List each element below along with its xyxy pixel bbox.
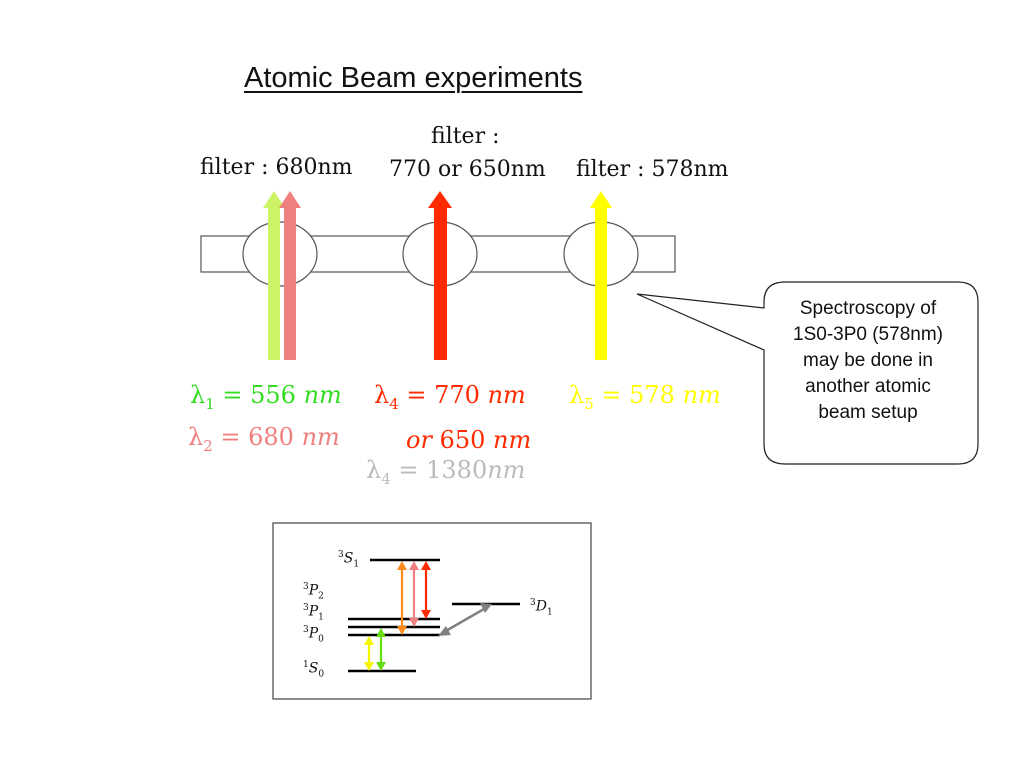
energy-level-box	[272, 522, 592, 700]
slide-title: Atomic Beam experiments	[244, 62, 583, 94]
wavelength-l4-ir: λ4 = 1380nm	[366, 456, 526, 488]
transition-yellow	[364, 636, 374, 671]
filter-label-left: filter : 680nm	[200, 155, 353, 180]
laser-arrow-770	[428, 191, 452, 360]
callout-line: 1S0-3P0 (578nm)	[793, 324, 943, 345]
wavelength-l4: λ4 = 770 nm	[374, 381, 526, 413]
laser-arrow-556	[263, 191, 285, 360]
filter-label-right: filter : 578nm	[576, 157, 729, 182]
callout-bubble	[636, 281, 979, 465]
transition-orange	[397, 561, 407, 635]
callout-line: another atomic	[805, 376, 931, 397]
filter-label-middle-top: filter :	[431, 124, 500, 149]
callout-line: Spectroscopy of	[799, 298, 937, 319]
filter-label-middle-bottom: 770 or 650nm	[389, 157, 546, 182]
laser-arrow-680	[279, 191, 301, 360]
label-3p0: 3P0	[303, 625, 324, 645]
wavelength-l2: λ2 = 680 nm	[188, 423, 340, 455]
transition-pink	[409, 561, 419, 627]
wavelength-l1: λ1 = 556 nm	[190, 381, 342, 413]
callout-line: beam setup	[818, 402, 918, 423]
label-3p2: 3P2	[303, 582, 324, 602]
transition-green	[376, 628, 386, 671]
label-1s0: 1S0	[303, 660, 325, 680]
label-3s1: 3S1	[338, 550, 360, 570]
wavelength-l4-alt: or 650 nm	[406, 426, 532, 454]
label-3d1: 3D1	[530, 598, 553, 618]
transition-gray	[438, 603, 492, 636]
wavelength-l5: λ5 = 578 nm	[569, 381, 721, 413]
transition-red	[421, 561, 431, 619]
laser-arrow-578	[590, 191, 612, 360]
label-3p1: 3P1	[303, 603, 324, 623]
callout-text: Spectroscopy of 1S0-3P0 (578nm) may be d…	[768, 296, 968, 426]
callout-line: may be done in	[803, 350, 933, 371]
